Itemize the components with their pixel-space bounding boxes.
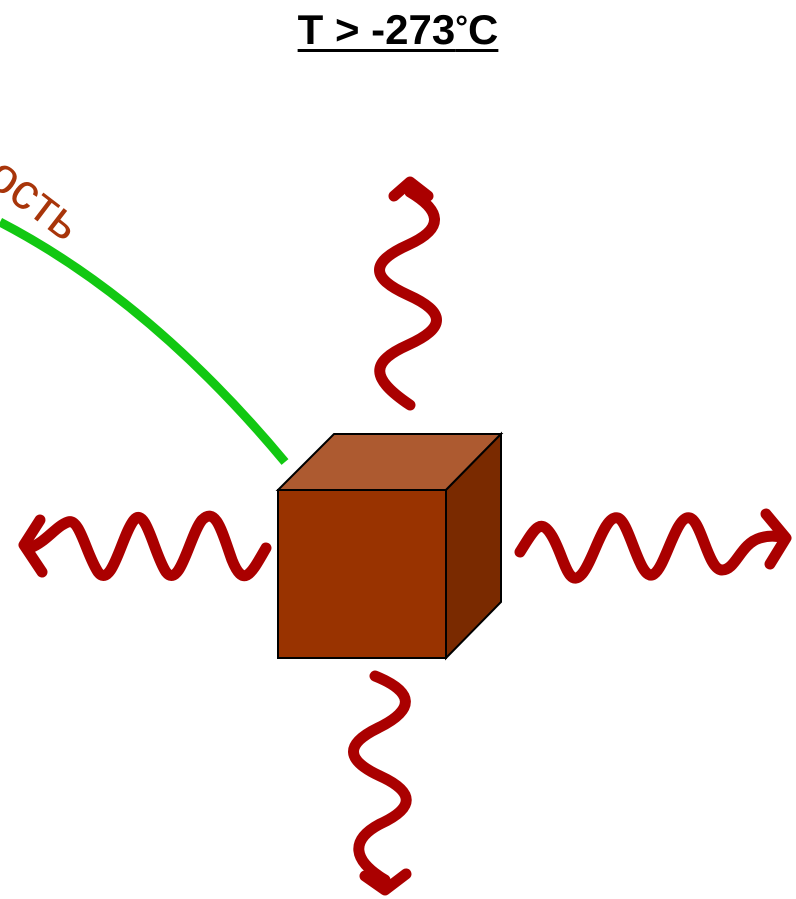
- wave-right-arrowhead: [760, 508, 792, 570]
- wave-up-line: [374, 186, 442, 411]
- wave-down-line: [348, 670, 412, 886]
- cube-icon: [275, 431, 504, 661]
- title-unit: C: [468, 6, 499, 53]
- wave-down-arrowhead: [359, 868, 412, 896]
- wave-arrow-up-icon: [374, 176, 442, 411]
- green-curve: [0, 218, 289, 465]
- wave-arrow-down-icon: [348, 670, 412, 896]
- wave-arrow-left-icon: [18, 510, 272, 582]
- title-text: T > -273: [297, 6, 456, 53]
- wave-up-arrowhead: [388, 176, 434, 202]
- title-degree-sign: °: [455, 9, 469, 45]
- wave-right-line: [514, 512, 790, 584]
- wave-arrow-right-icon: [514, 508, 792, 584]
- wave-left-line: [24, 510, 272, 582]
- cube-front-face: [277, 489, 447, 659]
- title: T > -273°C: [0, 4, 796, 59]
- wave-left-arrowhead: [18, 514, 48, 578]
